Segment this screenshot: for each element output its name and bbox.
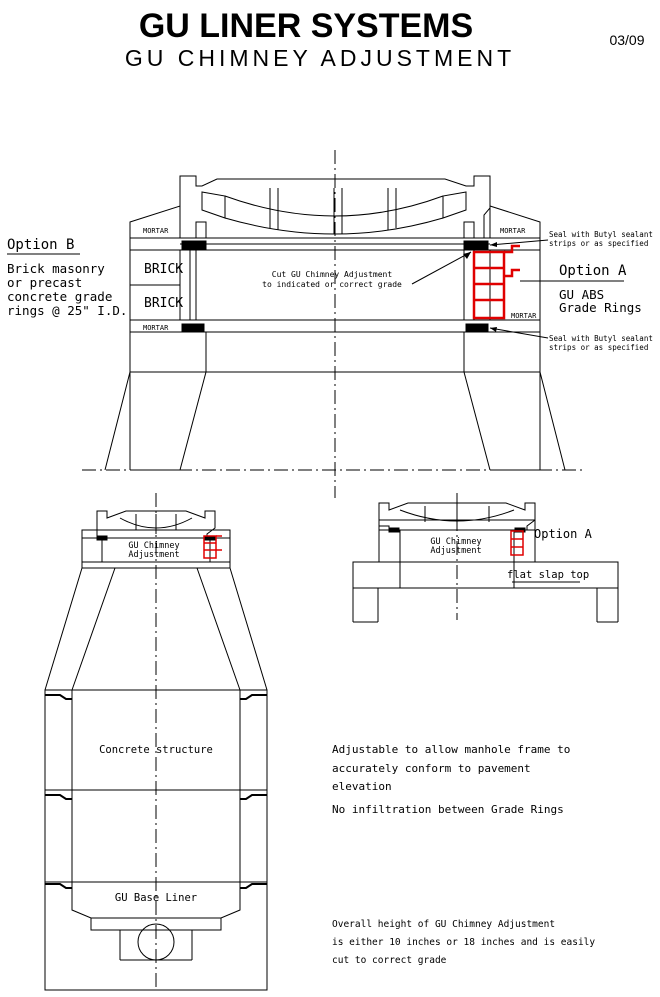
label-mortar-upper-right: MORTAR	[500, 227, 526, 235]
base-section	[44, 882, 268, 991]
left-chimney-label: GU Chimney	[128, 541, 179, 551]
butyl-seal-bottom-left	[181, 323, 205, 333]
right-frame	[378, 502, 536, 531]
butyl-seal-top-left	[181, 240, 207, 250]
notes: Adjustable to allow manhole frame to acc…	[332, 743, 570, 816]
cut-note: Cut GU Chimney Adjustment to indicated o…	[262, 251, 472, 289]
seal-note-line: strips or as specified	[549, 239, 648, 248]
cone-outer	[44, 567, 268, 691]
option-b-line: or precast	[7, 275, 82, 290]
butyl-seal-bottom-right	[465, 323, 489, 333]
right-flat-slab-detail	[352, 493, 619, 623]
arrowhead	[490, 242, 497, 247]
note-adjustable: elevation	[332, 780, 392, 793]
cone-wall-right	[463, 371, 491, 471]
drawing-subtitle: GU CHIMNEY ADJUSTMENT	[125, 45, 515, 71]
notes-overall: Overall height of GU Chimney Adjustment …	[332, 919, 595, 966]
seal-note-line: Seal with Butyl sealant	[549, 334, 653, 343]
left-full-manhole-detail	[44, 493, 268, 991]
label-mortar-upper-left: MORTAR	[143, 227, 169, 235]
right-chimney-label: Adjustment	[430, 546, 481, 556]
drawing-title: GU LINER SYSTEMS	[139, 7, 473, 45]
outer-taper	[104, 371, 566, 471]
option-a-heading: Option A	[559, 263, 627, 279]
option-b-line: concrete grade	[7, 289, 112, 304]
arrowhead	[490, 327, 497, 332]
concrete-structure-label: Concrete structure	[99, 744, 213, 756]
cut-note-line: Cut GU Chimney Adjustment	[272, 270, 393, 279]
grade-rings-top	[472, 244, 520, 320]
label-mortar-lower-left: MORTAR	[143, 324, 169, 332]
option-b-callout: Option B Brick masonry or precast concre…	[7, 237, 127, 318]
cut-note-leader	[411, 251, 472, 285]
drawing-date: 03/09	[609, 32, 644, 48]
label-brick-2: BRICK	[144, 296, 183, 311]
seal-note-line: Seal with Butyl sealant	[549, 230, 653, 239]
option-b-line: Brick masonry	[7, 261, 105, 276]
option-b-line: rings @ 25" I.D.	[7, 303, 127, 318]
frame-wing-left	[201, 191, 226, 219]
option-a-line: Grade Rings	[559, 300, 642, 315]
note-overall: is either 10 inches or 18 inches and is …	[332, 937, 595, 948]
frame-wing-right	[442, 191, 467, 219]
frame-outline	[179, 175, 491, 239]
base-liner	[71, 882, 241, 919]
cone-inner	[71, 567, 241, 691]
arrowhead	[463, 252, 471, 259]
grade-rings-right	[510, 530, 524, 556]
note-adjustable: accurately conform to pavement	[332, 762, 531, 775]
option-b-heading: Option B	[7, 237, 74, 253]
label-brick-1: BRICK	[144, 262, 183, 277]
grade-rings-left	[203, 535, 222, 559]
right-chimney-label: GU Chimney	[430, 537, 481, 547]
flat-slab-label: flat slap top	[507, 569, 589, 581]
left-chimney-label: Adjustment	[128, 550, 179, 560]
flat-slab-top	[352, 561, 619, 589]
note-overall: cut to correct grade	[332, 955, 447, 966]
note-infiltration: No infiltration between Grade Rings	[332, 803, 564, 816]
butyl-seal-top-right	[463, 240, 489, 250]
option-a-line: GU ABS	[559, 287, 604, 302]
note-adjustable: Adjustable to allow manhole frame to	[332, 743, 570, 756]
base-liner-label: GU Base Liner	[115, 892, 197, 904]
option-a-callout: Option A GU ABS Grade Rings	[520, 263, 642, 315]
seal-note-top: Seal with Butyl sealant strips or as spe…	[489, 230, 653, 248]
note-overall: Overall height of GU Chimney Adjustment	[332, 919, 555, 930]
cut-note-line: to indicated or correct grade	[262, 280, 402, 289]
top-section-detail	[82, 150, 583, 498]
label-mortar-lower-right: MORTAR	[511, 312, 537, 320]
cone-wall-left	[179, 371, 207, 471]
seal-note-bottom: Seal with Butyl sealant strips or as spe…	[489, 327, 653, 352]
seal-note-line: strips or as specified	[549, 343, 648, 352]
right-option-a-label: Option A	[534, 527, 593, 541]
